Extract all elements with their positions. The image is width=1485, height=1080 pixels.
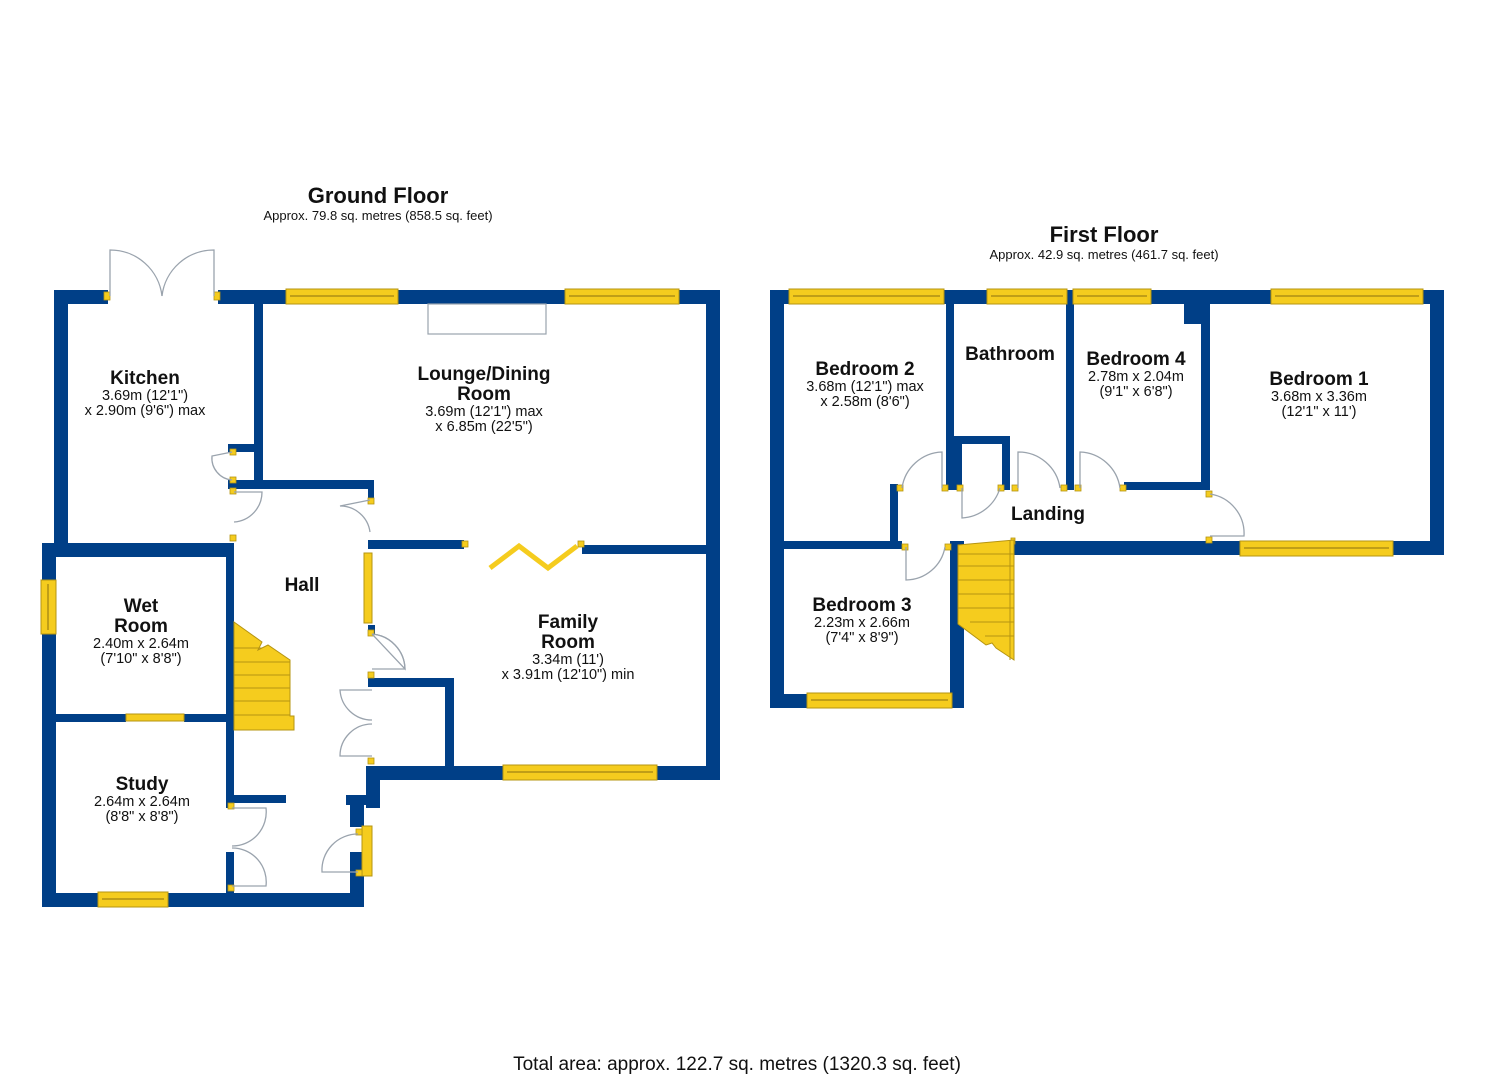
room-label-hall: Hall xyxy=(285,576,320,596)
stairs xyxy=(957,539,1015,661)
room-label-family-room: Family Room 3.34m (11') x 3.91m (12'10")… xyxy=(502,613,635,683)
ground-floor-heading: Ground Floor Approx. 79.8 sq. metres (85… xyxy=(263,183,493,224)
room-dimension: (12'1" x 11') xyxy=(1281,404,1357,421)
room-name: Room xyxy=(457,383,511,405)
room-dimension: 2.64m x 2.64m xyxy=(94,793,190,810)
room-name: Bedroom 2 xyxy=(815,359,915,380)
room-label-lounge-dining: Lounge/Dining Room 3.69m (12'1") max x 6… xyxy=(418,365,551,435)
room-dimension: 2.78m x 2.04m xyxy=(1088,368,1184,385)
window xyxy=(40,288,680,908)
room-dimension: x 2.58m (8'6") xyxy=(820,394,910,411)
room-name: Wet xyxy=(123,596,159,617)
room-label-bedroom-3: Bedroom 3 2.23m x 2.66m (7'4" x 8'9") xyxy=(812,596,911,646)
room-dimension: 3.68m (12'1") max xyxy=(806,378,924,395)
total-area: Total area: approx. 122.7 sq. metres (13… xyxy=(513,1054,961,1075)
room-dimension: 3.34m (11') xyxy=(532,651,604,668)
room-name: Kitchen xyxy=(110,368,180,389)
room-label-bedroom-1: Bedroom 1 3.68m x 3.36m (12'1" x 11') xyxy=(1269,370,1368,420)
room-name: Room xyxy=(114,615,168,637)
room-dimension: x 6.85m (22'5") xyxy=(435,419,533,436)
room-dimension: x 3.91m (12'10") min xyxy=(501,667,635,684)
ground-floor-plan xyxy=(40,249,720,908)
room-label-landing: Landing xyxy=(1011,505,1085,525)
room-label-bedroom-2: Bedroom 2 3.68m (12'1") max x 2.58m (8'6… xyxy=(806,360,924,410)
room-label-bedroom-4: Bedroom 4 2.78m x 2.04m (9'1" x 6'8") xyxy=(1086,350,1185,400)
room-label-kitchen: Kitchen 3.69m (12'1") x 2.90m (9'6") max xyxy=(85,369,206,419)
first-floor-heading: First Floor Approx. 42.9 sq. metres (461… xyxy=(989,222,1219,263)
ground-floor-title: Ground Floor xyxy=(307,183,449,208)
first-floor-area: Approx. 42.9 sq. metres (461.7 sq. feet) xyxy=(989,247,1219,263)
room-name: Room xyxy=(541,631,595,653)
room-name: Bedroom 3 xyxy=(812,595,912,616)
room-dimension: 3.69m (12'1") max xyxy=(425,403,543,420)
room-label-wet-room: Wet Room 2.40m x 2.64m (7'10" x 8'8") xyxy=(93,597,189,667)
door xyxy=(901,451,1245,581)
room-name: Bedroom 1 xyxy=(1269,369,1369,390)
stairs xyxy=(233,621,295,731)
door xyxy=(109,249,579,887)
room-dimension: (8'8" x 8'8") xyxy=(105,809,179,826)
room-name: Hall xyxy=(284,575,320,596)
room-name: Landing xyxy=(1011,504,1085,525)
room-dimension: 3.69m (12'1") xyxy=(101,387,189,404)
room-dimension: (7'4" x 8'9") xyxy=(825,630,899,647)
first-floor-title: First Floor xyxy=(1049,222,1159,247)
room-name: Family xyxy=(537,612,599,633)
room-label-study: Study 2.64m x 2.64m (8'8" x 8'8") xyxy=(94,775,190,825)
room-label-bathroom: Bathroom xyxy=(965,345,1055,365)
room-name: Study xyxy=(115,774,169,795)
room-dimension: (7'10" x 8'8") xyxy=(100,651,182,668)
window xyxy=(788,288,1424,709)
room-dimension: 3.68m x 3.36m xyxy=(1271,388,1367,405)
room-dimension: 2.40m x 2.64m xyxy=(93,635,189,652)
room-name: Lounge/Dining xyxy=(417,364,551,385)
room-dimension: 2.23m x 2.66m xyxy=(814,614,910,631)
first-floor-plan xyxy=(770,288,1444,709)
room-name: Bathroom xyxy=(965,344,1055,365)
room-dimension: (9'1" x 6'8") xyxy=(1099,384,1173,401)
ground-floor-area: Approx. 79.8 sq. metres (858.5 sq. feet) xyxy=(263,208,493,224)
room-dimension: x 2.90m (9'6") max xyxy=(84,403,206,420)
room-name: Bedroom 4 xyxy=(1086,349,1186,370)
